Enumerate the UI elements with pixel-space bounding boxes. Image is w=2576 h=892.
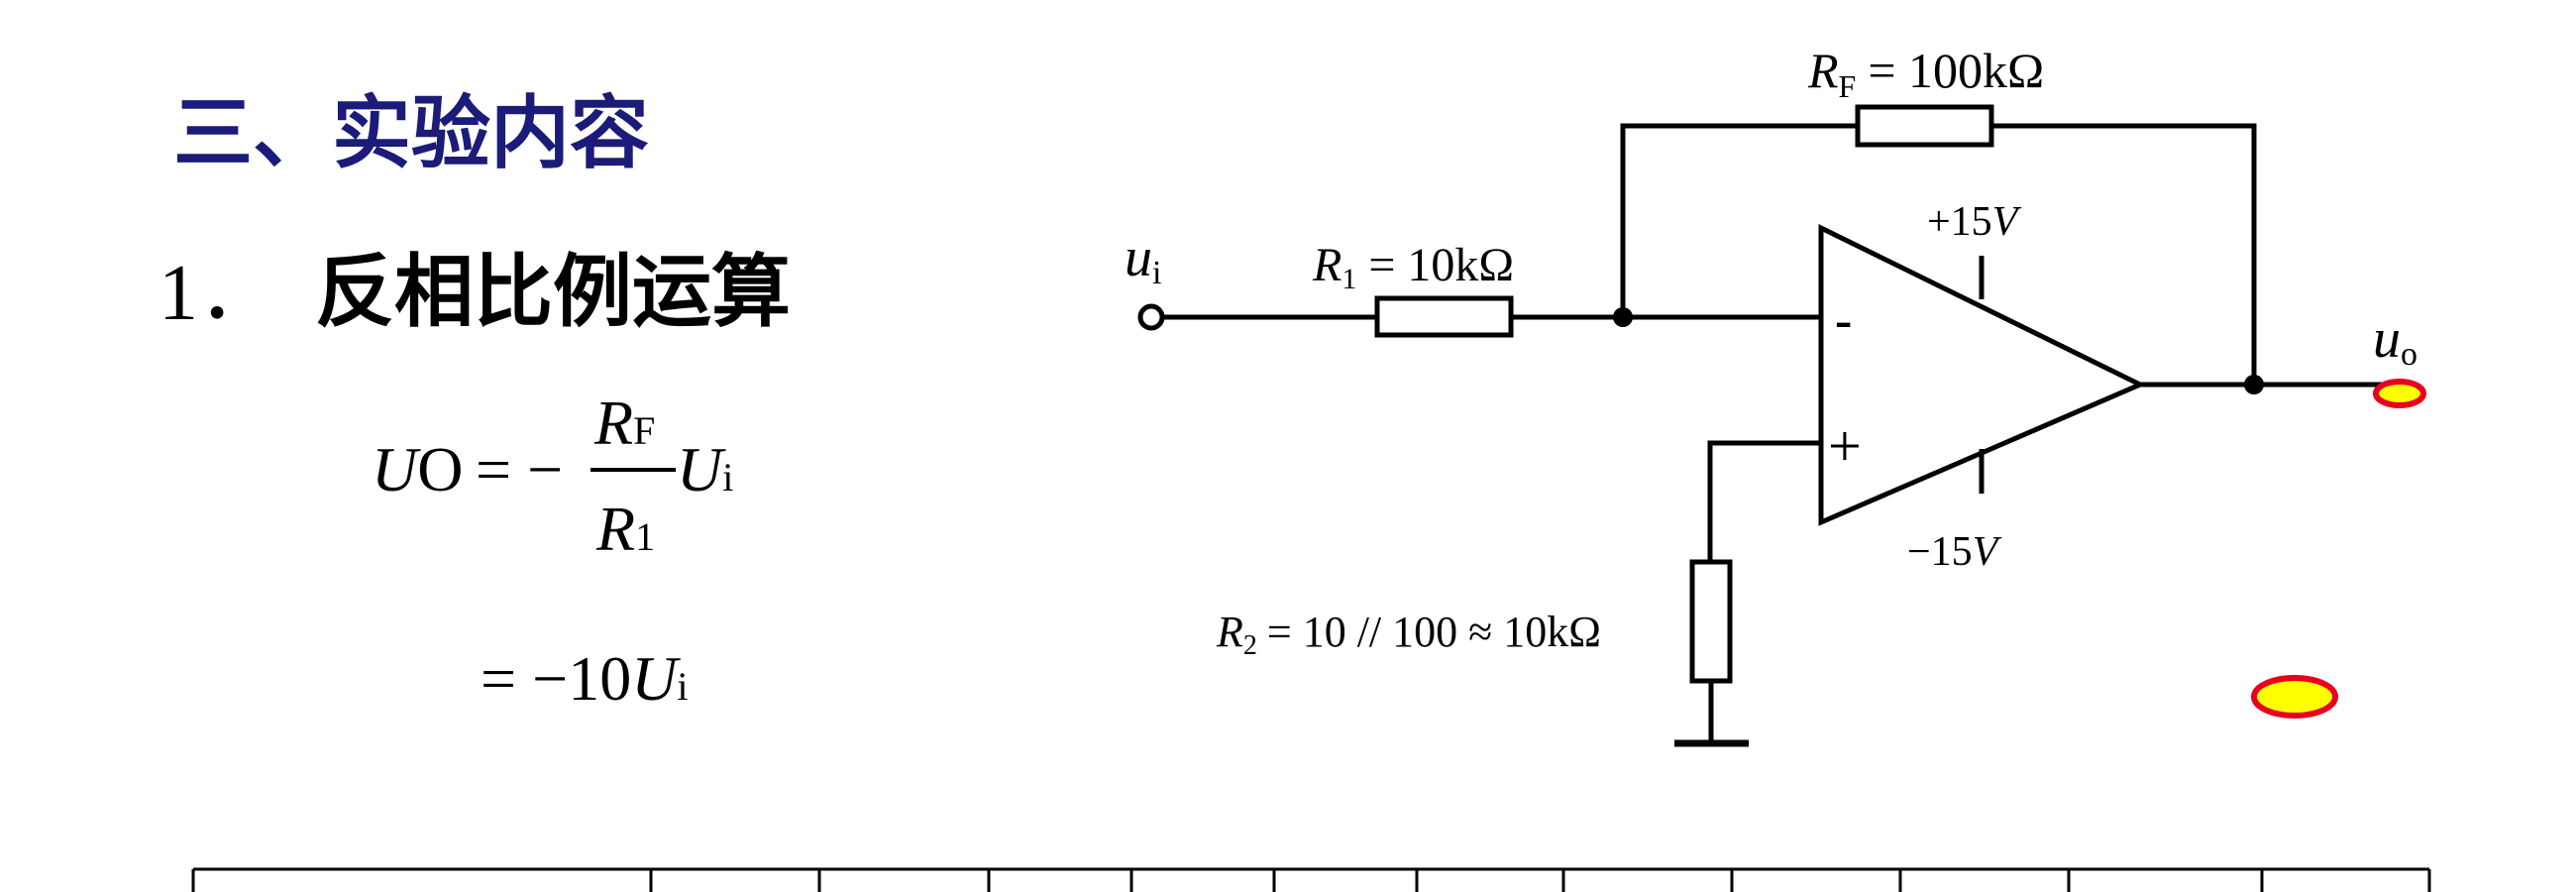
formula-equals-minus: = − [476,434,563,504]
subsection-heading: 1．反相比例运算 [159,253,791,334]
resistor-r2 [1689,559,1733,684]
gain-formula: UO = − RF R1 Ui = −10Ui [372,388,733,714]
data-table [191,867,2431,892]
resistor-rf [1855,104,1994,148]
formula-rhs: Ui [677,434,733,504]
negative-supply-label: −15V [1907,529,2002,575]
wire-feedback-left [1620,123,1858,317]
highlight-marker-output [2373,379,2426,408]
r2-label: R2= 10 // 100 ≈ 10kΩ [1216,608,1601,661]
subsection-title: 反相比例运算 [315,246,791,338]
input-terminal [1137,303,1165,331]
inverting-amplifier-circuit: - + RF= 100kΩ R1= 10kΩ R2= 10 // 100 ≈ 1… [1125,43,2417,747]
positive-supply-label: +15V [1927,199,2022,245]
output-label: uo [2373,308,2417,373]
opamp-noninverting-sign: + [1828,413,1862,479]
highlight-marker-2 [2251,675,2338,719]
opamp-inverting-sign: - [1835,292,1852,349]
formula-lhs: UO [372,434,463,504]
r1-label: R1= 10kΩ [1312,239,1514,295]
resistor-r1 [1374,295,1514,338]
formula-result: = −10Ui [481,643,689,714]
input-label: ui [1125,227,1161,291]
wire-feedback-right [1991,123,2257,385]
section-heading: 三、实验内容 [173,87,649,179]
rf-label: RF= 100kΩ [1807,43,2044,104]
table-header-row [191,869,2431,892]
subsection-number: 1． [159,250,277,337]
junction-output-node [2244,375,2264,394]
formula-numerator: RF [593,388,655,458]
wire-noninverting [1707,440,1821,562]
formula-denominator: R1 [595,494,655,564]
